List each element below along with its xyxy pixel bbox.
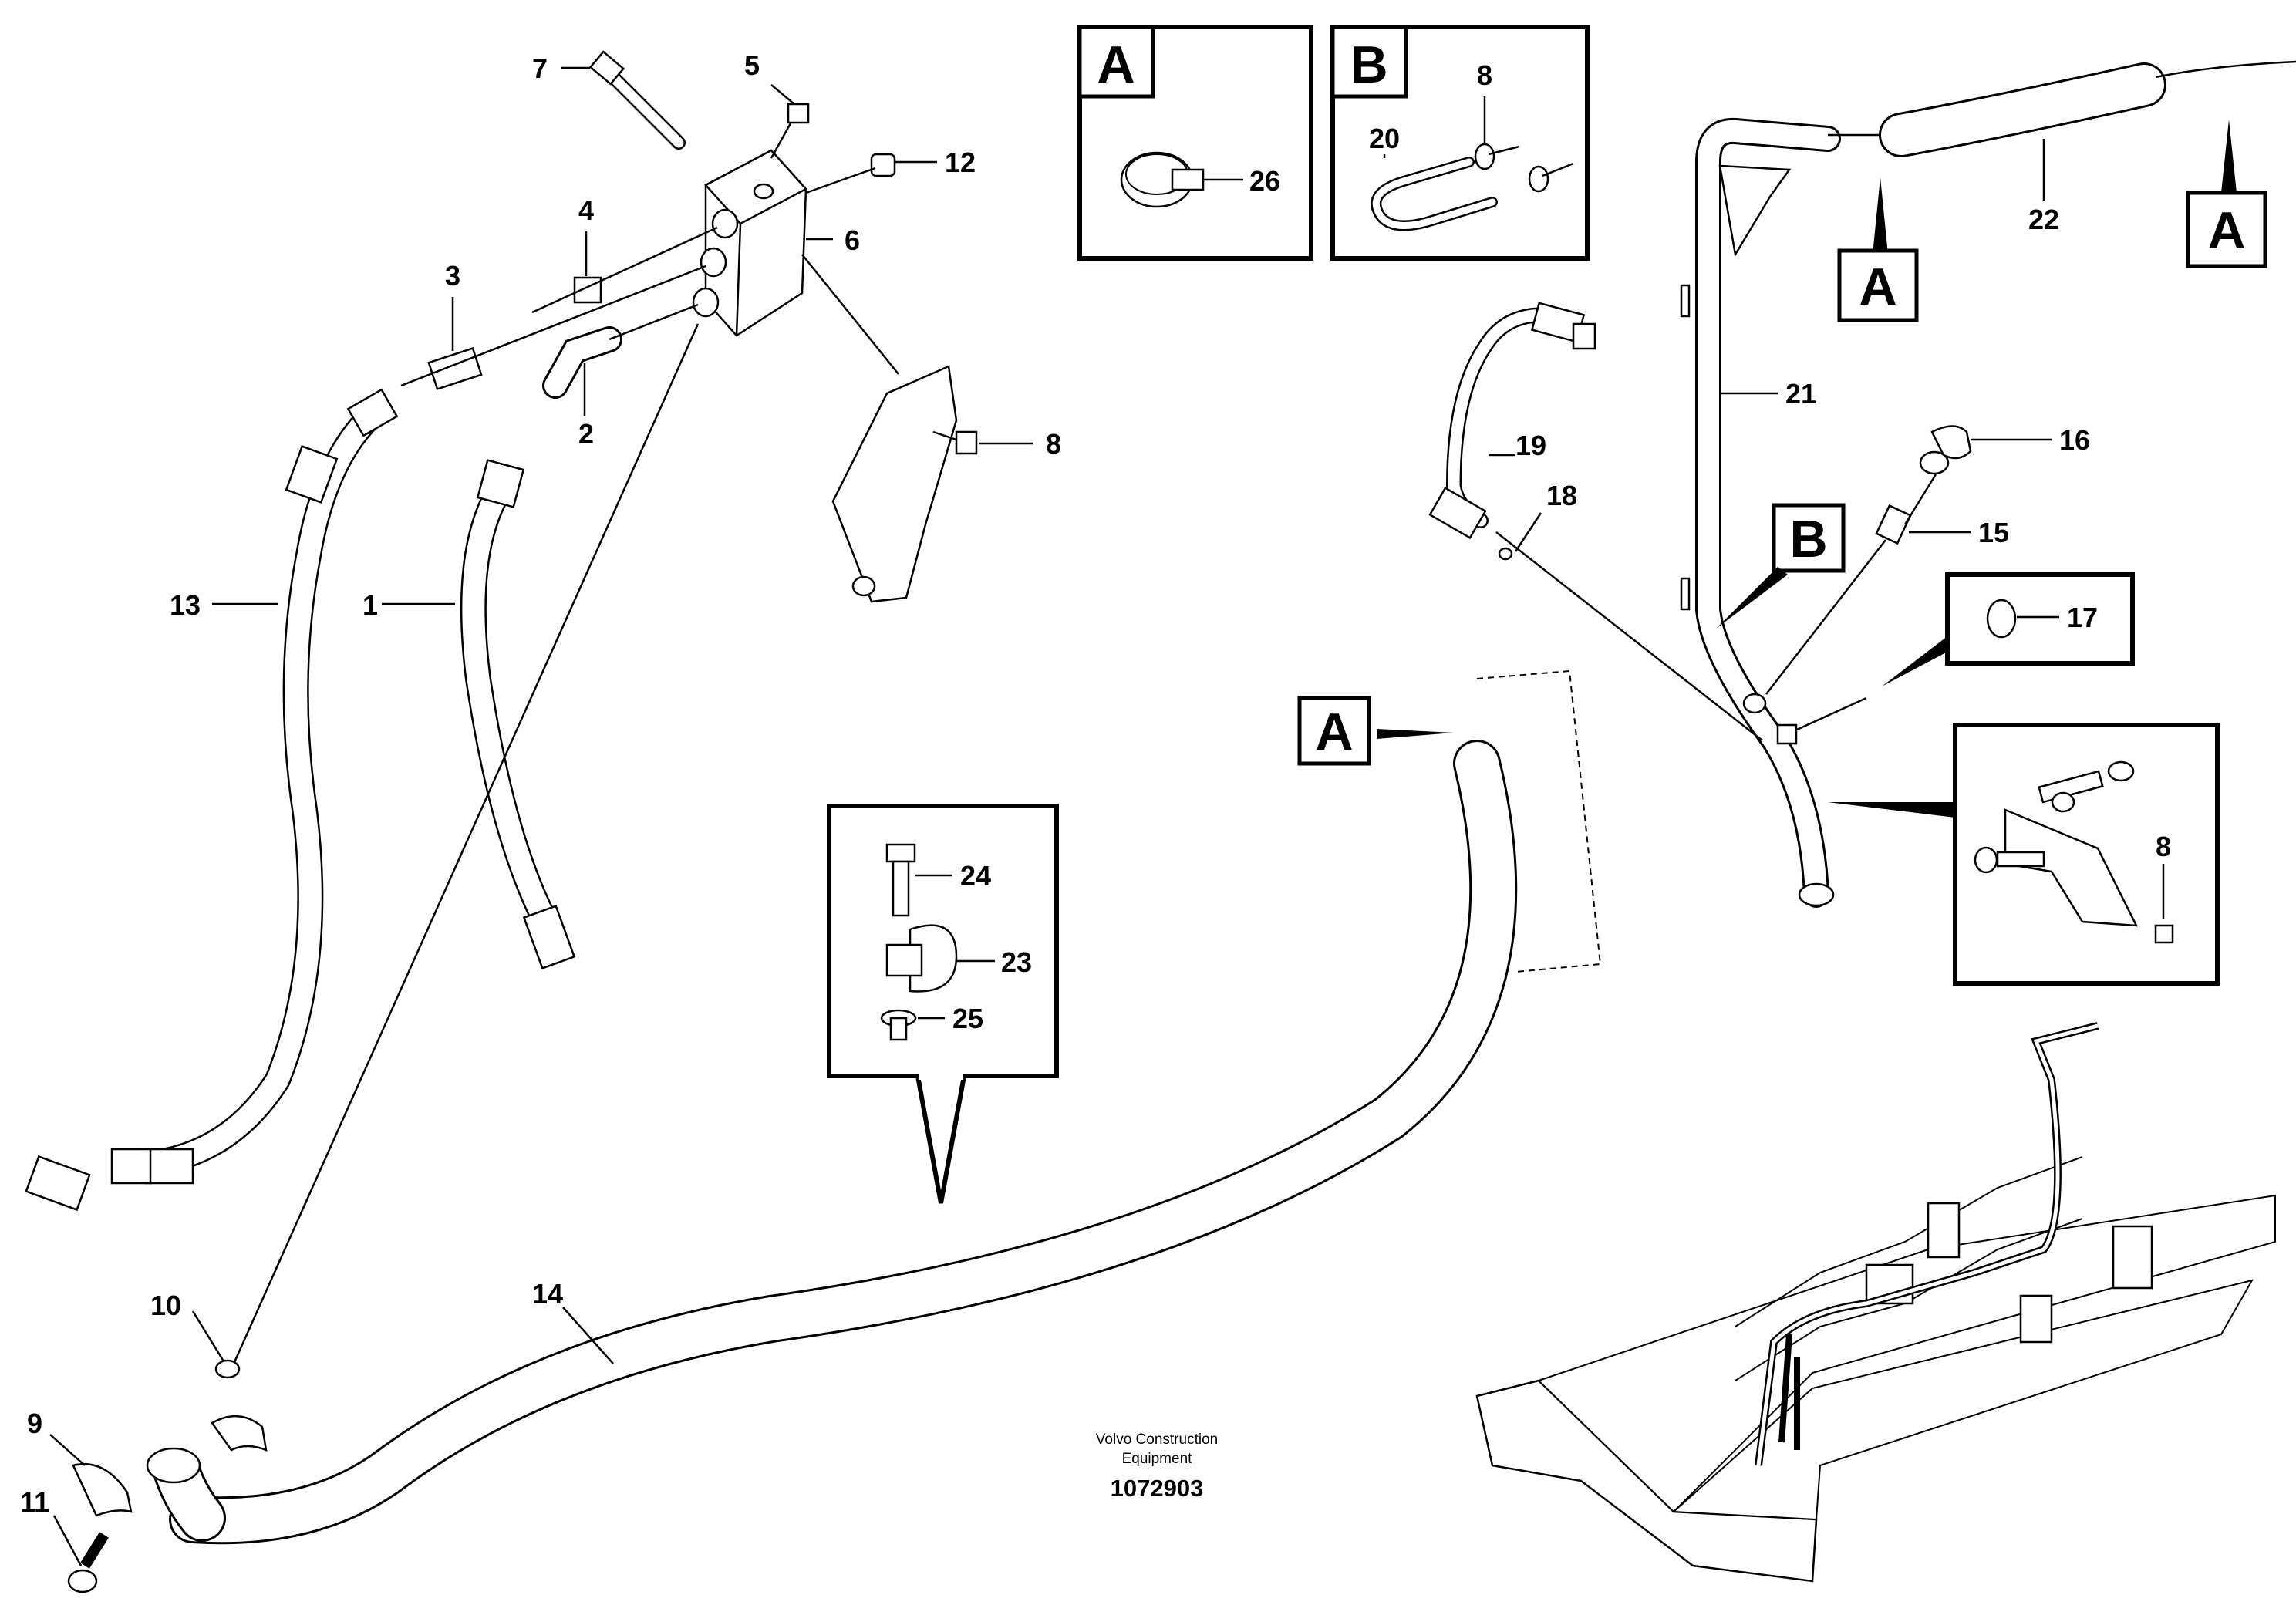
company-line-2: Equipment	[1122, 1451, 1193, 1467]
ref-a-label-3: A	[2207, 201, 2245, 260]
callout-6: 6	[845, 224, 860, 256]
sensor-hose-19: 19 18	[1428, 302, 1763, 741]
hose-1: 1	[362, 459, 576, 970]
callout-25: 25	[952, 1003, 983, 1034]
machine-frame-overview	[1475, 1022, 2276, 1583]
callout-7: 7	[532, 52, 548, 84]
reference-b: B	[1716, 503, 1846, 629]
callout-21: 21	[1785, 378, 1816, 410]
callout-2: 2	[578, 418, 594, 450]
callout-8-inset-b: 8	[1477, 59, 1492, 91]
inset-b-detail: B 8 20	[1330, 25, 1590, 261]
callout-16: 16	[2059, 424, 2090, 456]
ref-b-label: B	[1789, 510, 1827, 568]
callout-23: 23	[1001, 946, 1032, 978]
callout-17: 17	[2067, 602, 2098, 633]
reference-a-main: A	[1297, 669, 1602, 973]
inset-a-label: A	[1097, 35, 1135, 94]
callout-5: 5	[744, 49, 760, 81]
callout-8-inset-bracket: 8	[2156, 831, 2171, 862]
callout-12: 12	[945, 147, 976, 178]
flange-parts: 10 9 11	[20, 1290, 268, 1593]
callout-13: 13	[170, 589, 201, 621]
callout-10: 10	[150, 1290, 181, 1321]
hose-13: 13	[25, 388, 399, 1212]
pipe-21: 21	[1680, 117, 1841, 908]
fittings-15-16: 16 15	[1742, 424, 2090, 745]
callout-1: 1	[362, 589, 378, 621]
callout-18: 18	[1546, 480, 1577, 511]
hose-clamp-icon	[1120, 151, 1243, 208]
callout-8-bracket: 8	[1046, 428, 1061, 460]
reference-a-upper: A A	[1837, 120, 2267, 322]
ref-a-label-1: A	[1315, 703, 1353, 761]
u-bolt-icon	[1371, 143, 1574, 231]
callout-22: 22	[2028, 204, 2059, 235]
company-line-1: Volvo Construction	[1096, 1431, 1218, 1448]
callout-19: 19	[1515, 430, 1546, 461]
mounting-bracket	[831, 365, 958, 603]
inset-clip-detail: 24 23 25	[827, 804, 1059, 1204]
hose-22: 22	[1828, 60, 2296, 235]
callout-20: 20	[1369, 123, 1400, 154]
inset-a-detail: A 26	[1077, 25, 1313, 261]
callout-15: 15	[1978, 517, 2009, 548]
hose-14: 14	[146, 740, 1518, 1545]
valve-block-assembly: 7 6 5 12 4 3 2	[400, 49, 1061, 603]
inset-o-ring-17: 17	[1882, 572, 2135, 686]
callout-9: 9	[27, 1408, 42, 1439]
callout-3: 3	[445, 260, 460, 292]
callout-4: 4	[578, 194, 594, 226]
callout-26: 26	[1249, 165, 1280, 197]
callout-24: 24	[960, 860, 991, 892]
document-footer: Volvo Construction Equipment 1072903	[1096, 1431, 1218, 1502]
inset-b-label: B	[1350, 35, 1387, 94]
document-number: 1072903	[1111, 1475, 1204, 1502]
callout-11: 11	[20, 1486, 49, 1518]
ref-a-label-2: A	[1859, 258, 1896, 316]
callout-14: 14	[532, 1278, 563, 1310]
inset-bracket-detail: 8	[1828, 723, 2220, 986]
